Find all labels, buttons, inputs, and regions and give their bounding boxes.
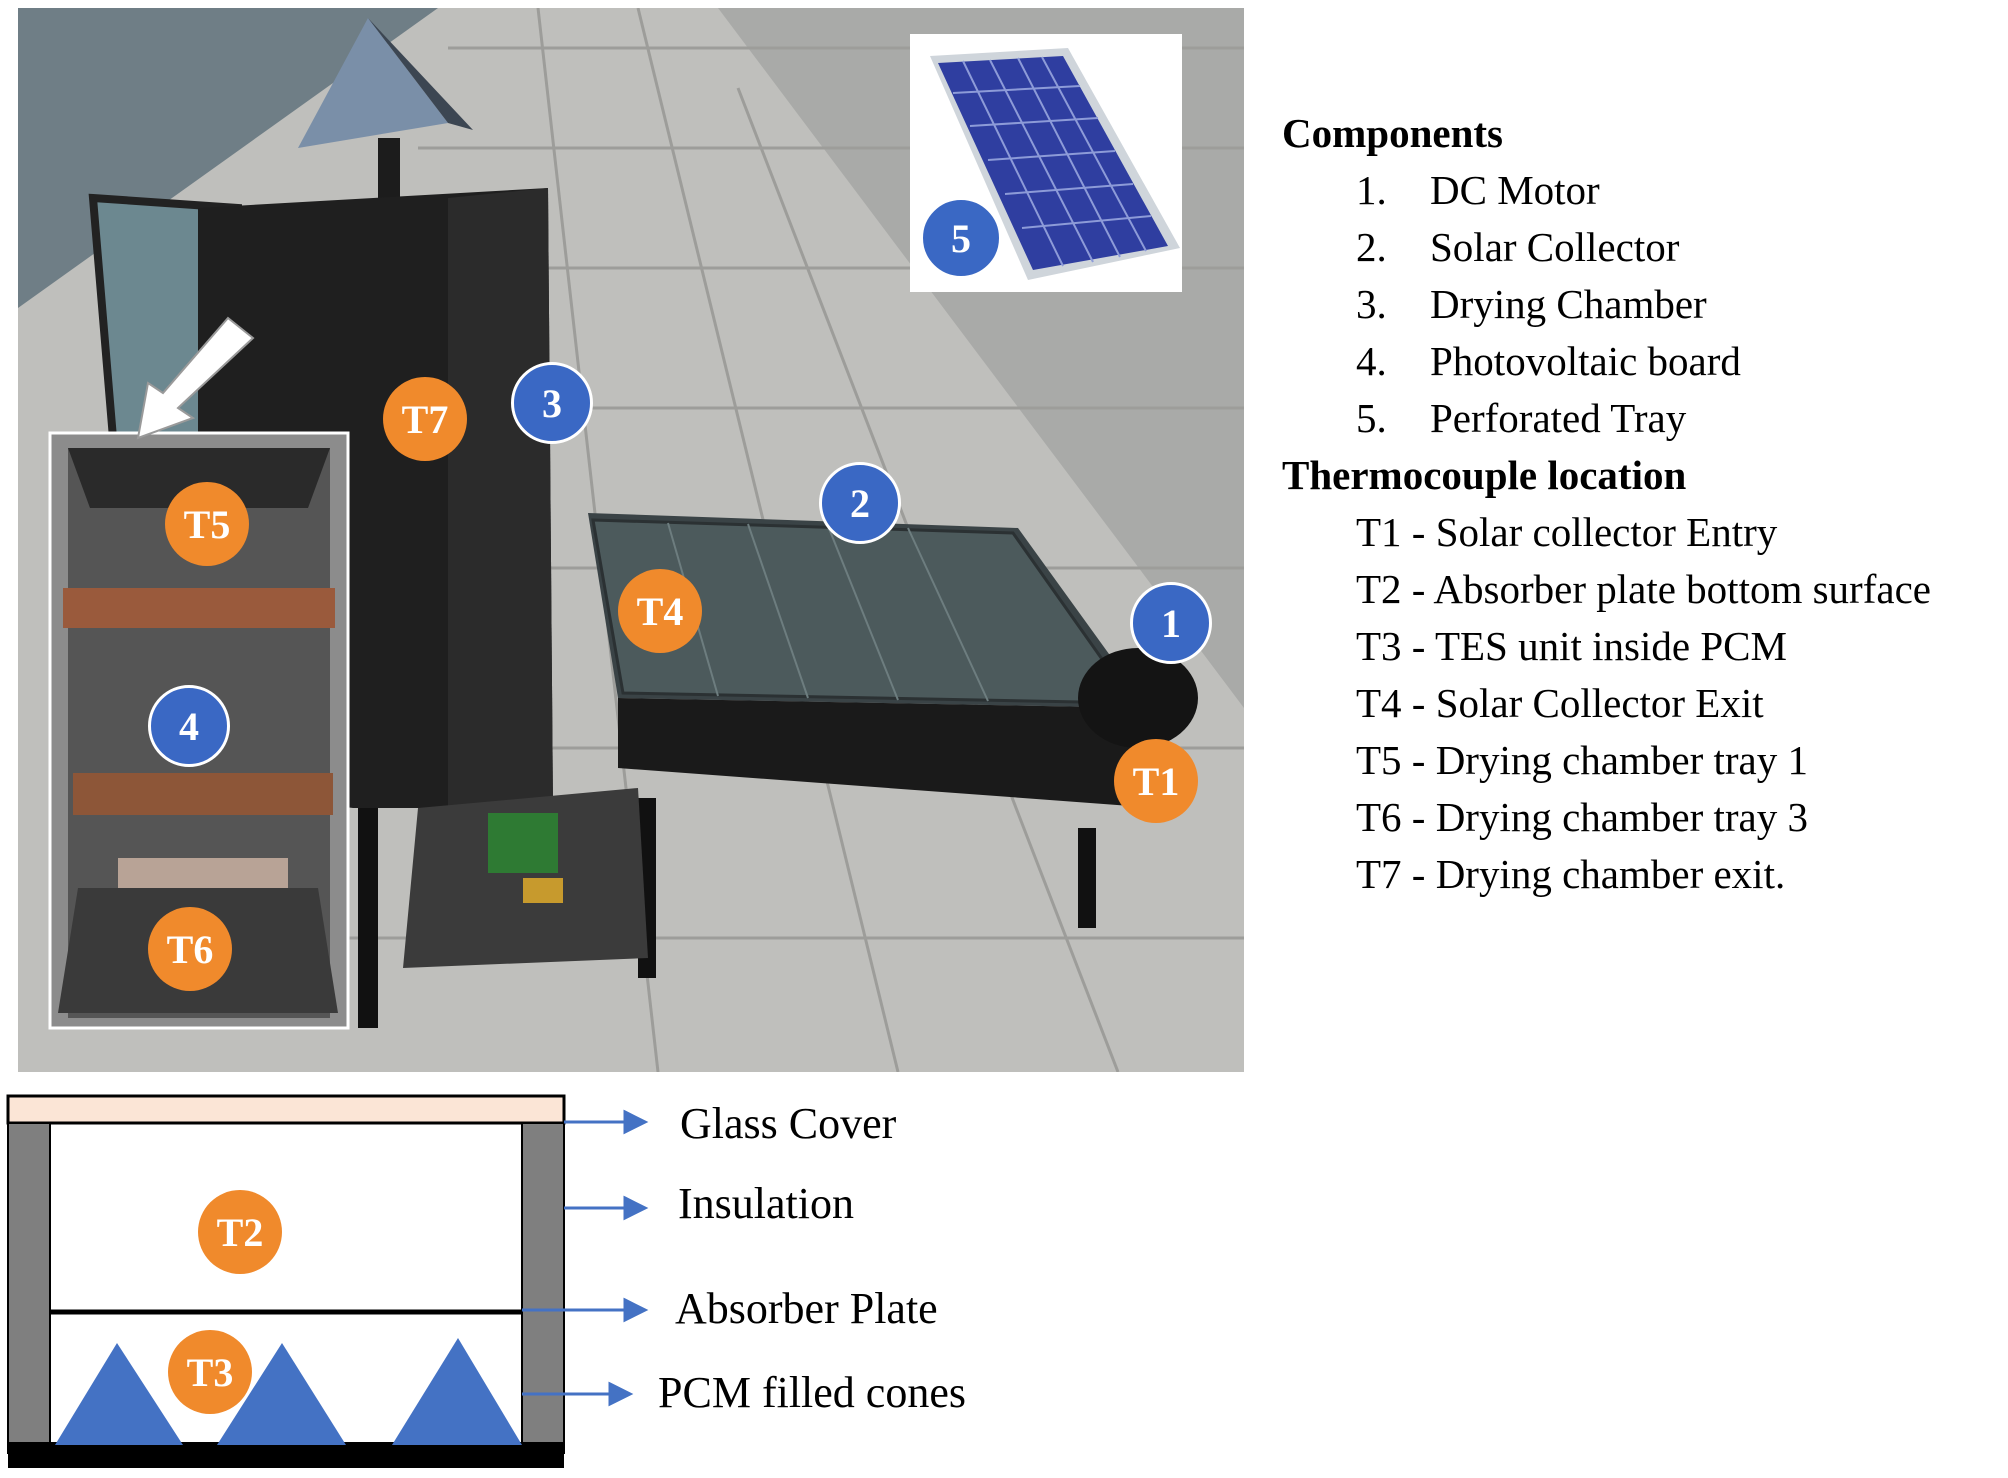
- label-absorber-plate: Absorber Plate: [675, 1284, 938, 1333]
- thermocouple-item: T2 - Absorber plate bottom surface: [1356, 566, 1931, 612]
- pcm-cone: [217, 1343, 346, 1445]
- thermocouple-item: T4 - Solar Collector Exit: [1356, 680, 1764, 726]
- collector-cross-section: T2 T3 Glass Cover Insulation Absorber Pl…: [0, 1090, 1100, 1474]
- component-item: 1. DC Motor: [1282, 162, 1931, 219]
- label-pcm-cones: PCM filled cones: [658, 1368, 966, 1417]
- component-number: 3.: [1356, 281, 1387, 327]
- component-item: 3. Drying Chamber: [1282, 276, 1931, 333]
- thermocouple-item: T1 - Solar collector Entry: [1356, 509, 1778, 555]
- component-label: Photovoltaic board: [1430, 338, 1741, 384]
- component-number: 5.: [1356, 395, 1387, 441]
- insulation-right: [521, 1122, 565, 1454]
- marker-5: 5: [920, 197, 1002, 279]
- thermocouple-item: T7 - Drying chamber exit.: [1356, 851, 1786, 897]
- marker-t1: T1: [1114, 739, 1198, 823]
- thermocouple-item: T6 - Drying chamber tray 3: [1356, 794, 1808, 840]
- label-glass-cover: Glass Cover: [680, 1099, 897, 1148]
- marker-t4: T4: [618, 569, 702, 653]
- components-list: 1. DC Motor 2. Solar Collector 3. Drying Ch…: [1282, 162, 1931, 447]
- pcm-cone: [55, 1343, 183, 1445]
- component-label: Drying Chamber: [1430, 281, 1707, 327]
- components-heading: Components: [1282, 110, 1503, 156]
- glass-cover: [6, 1094, 566, 1125]
- marker-t7: T7: [383, 377, 467, 461]
- component-number: 1.: [1356, 167, 1387, 213]
- pcm-cone: [392, 1338, 522, 1445]
- dryer-photo-drawing: [18, 8, 1244, 1072]
- marker-t2: T2: [198, 1190, 282, 1274]
- component-label: Solar Collector: [1430, 224, 1680, 270]
- marker-4: 4: [148, 685, 230, 767]
- component-item: 2. Solar Collector: [1282, 219, 1931, 276]
- thermocouple-item: T5 - Drying chamber tray 1: [1356, 737, 1808, 783]
- thermocouple-heading: Thermocouple location: [1282, 452, 1687, 498]
- base-plate: [8, 1442, 564, 1468]
- marker-1: 1: [1130, 582, 1212, 664]
- marker-3: 3: [511, 362, 593, 444]
- marker-t3: T3: [168, 1330, 252, 1414]
- cross-section-drawing: [6, 1094, 649, 1468]
- insulation-left: [7, 1122, 51, 1454]
- marker-2: 2: [819, 462, 901, 544]
- component-number: 4.: [1356, 338, 1387, 384]
- label-insulation: Insulation: [678, 1179, 854, 1228]
- component-item: 5. Perforated Tray: [1282, 390, 1931, 447]
- component-label: Perforated Tray: [1430, 395, 1687, 441]
- component-number: 2.: [1356, 224, 1387, 270]
- thermocouple-list: T1 - Solar collector Entry T2 - Absorber…: [1282, 504, 1931, 903]
- marker-t5: T5: [165, 482, 249, 566]
- legend: Components 1. DC Motor 2. Solar Collector …: [1282, 105, 1931, 903]
- thermocouple-item: T3 - TES unit inside PCM: [1356, 623, 1787, 669]
- dryer-photo: 1 2 3 4 5 T1 T4 T5 T6 T7: [18, 8, 1244, 1072]
- component-label: DC Motor: [1430, 167, 1600, 213]
- marker-t6: T6: [148, 907, 232, 991]
- component-item: 4. Photovoltaic board: [1282, 333, 1931, 390]
